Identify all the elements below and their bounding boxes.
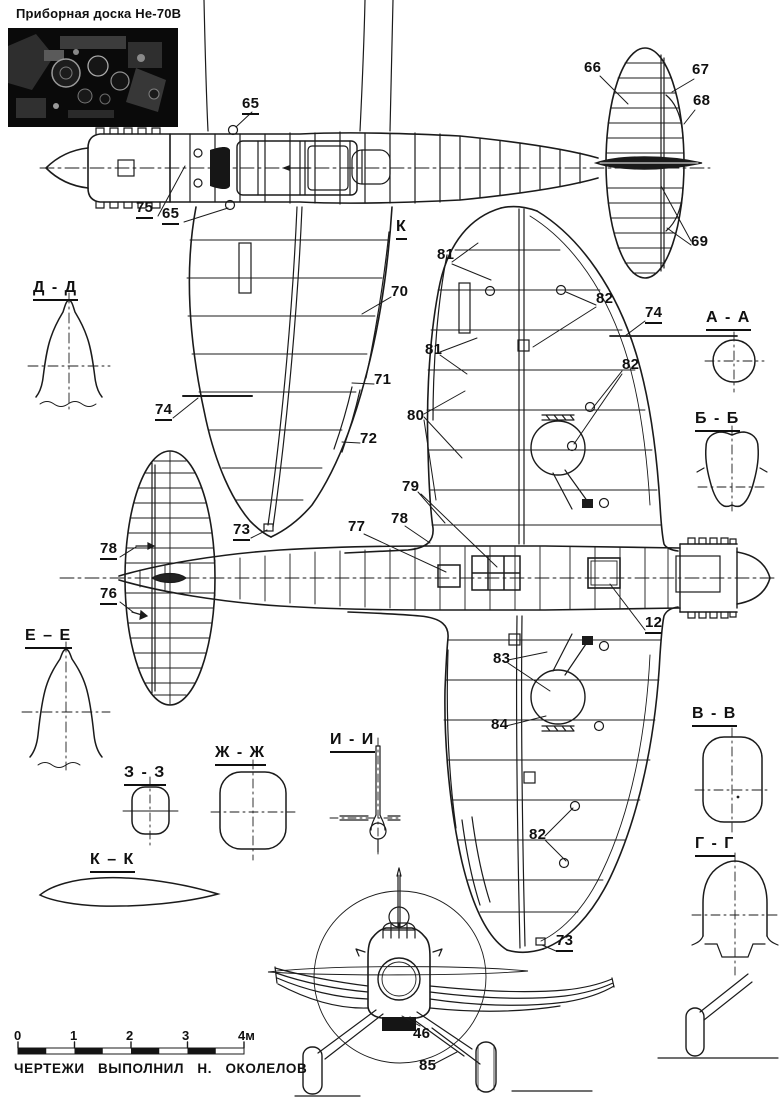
callout-12: 12 xyxy=(645,615,663,634)
top-plan-view xyxy=(39,0,711,211)
callout-81-top: 81 xyxy=(437,246,455,263)
callout-67: 67 xyxy=(692,61,710,78)
credit-line: ЧЕРТЕЖИ ВЫПОЛНИЛ Н. ОКОЛЕЛОВ xyxy=(14,1061,308,1076)
photo-caption: Приборная доска Не-70В xyxy=(16,6,182,21)
scale-bar xyxy=(17,1041,245,1055)
tail-stabilizer-bottom xyxy=(124,450,216,706)
section-label-ee: Е – Е xyxy=(25,628,72,649)
scale-tick-0: 0 xyxy=(14,1028,22,1043)
front-view xyxy=(267,867,779,1097)
callout-81-mid: 81 xyxy=(425,341,443,358)
section-label-vv: В - В xyxy=(692,706,737,727)
callout-65-top: 65 xyxy=(242,96,260,115)
callout-74-right: 74 xyxy=(645,305,663,324)
scale-tick-1: 1 xyxy=(70,1028,78,1043)
callout-68: 68 xyxy=(693,92,711,109)
callout-82-mid: 82 xyxy=(622,356,640,373)
scale-tick-4m: 4м xyxy=(238,1028,255,1043)
section-label-zz: З - З xyxy=(124,765,166,786)
callout-82-bottom: 82 xyxy=(529,826,547,843)
section-label-kk: К – К xyxy=(90,852,135,873)
callout-69: 69 xyxy=(691,233,709,250)
callout-46: 46 xyxy=(413,1025,431,1042)
bottom-plan-view-fuselage xyxy=(59,537,776,619)
section-label-gg: Г - Г xyxy=(695,836,735,857)
section-label-ii: И - И xyxy=(330,732,375,753)
callout-82-top: 82 xyxy=(596,290,614,307)
callout-66: 66 xyxy=(584,59,602,76)
callout-71: 71 xyxy=(374,371,392,388)
callout-76: 76 xyxy=(100,586,118,605)
scale-tick-2: 2 xyxy=(126,1028,134,1043)
callout-78-tail: 78 xyxy=(100,541,118,560)
callout-84: 84 xyxy=(491,716,509,733)
section-label-bb: Б - Б xyxy=(695,411,740,432)
callout-79: 79 xyxy=(402,478,420,495)
scale-tick-3: 3 xyxy=(182,1028,190,1043)
tail-stabilizer-top xyxy=(593,47,703,279)
instrument-panel-photo xyxy=(8,28,178,127)
leader-lines xyxy=(119,75,696,1065)
section-label-k: К xyxy=(396,219,408,240)
callout-80: 80 xyxy=(407,407,425,424)
callout-72: 72 xyxy=(360,430,378,447)
section-label-jj: Ж - Ж xyxy=(215,745,266,766)
callout-77: 77 xyxy=(348,518,366,535)
callout-70: 70 xyxy=(391,283,409,300)
section-label-aa: А - А xyxy=(706,310,751,331)
callout-73-bottom: 73 xyxy=(556,933,574,952)
callout-78-fillet: 78 xyxy=(391,510,409,527)
bottom-plan-view-wing xyxy=(344,205,738,954)
callout-65-side: 65 xyxy=(162,206,180,225)
callout-75: 75 xyxy=(136,200,154,219)
callout-83: 83 xyxy=(493,650,511,667)
section-label-dd: Д - Д xyxy=(33,280,78,301)
photo-content xyxy=(8,28,178,127)
callout-85: 85 xyxy=(419,1057,437,1074)
port-wing-top-view xyxy=(182,206,393,538)
callout-74-left: 74 xyxy=(155,402,173,421)
callout-73-wingtip: 73 xyxy=(233,522,251,541)
